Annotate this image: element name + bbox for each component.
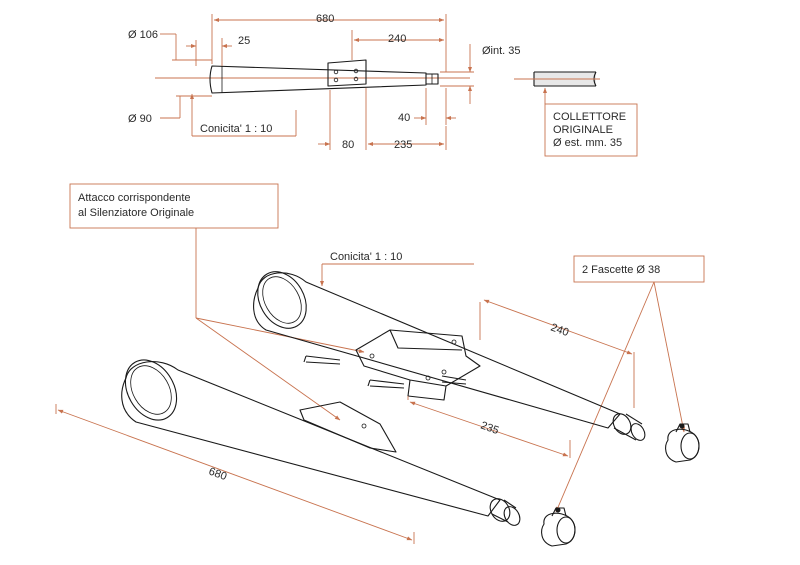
lower-bracket [299,401,397,453]
dim-680-iso [57,409,413,541]
bolts [303,355,467,389]
label-680-top: 680 [316,13,334,25]
label-25: 25 [238,35,250,47]
top-mount-bracket [327,59,367,87]
label-235-top: 235 [394,139,412,151]
attach-box [69,183,279,229]
label-240-iso: 240 [549,322,570,340]
top-view: 680 Ø 106 Ø 90 25 240 Øint. 35 40 [128,13,638,157]
label-taper-iso: Conicita' 1 : 10 [330,251,402,263]
attach-label-1: Attacco corrispondente [78,192,191,204]
upper-outlet [612,413,632,435]
label-680-iso: 680 [207,466,228,484]
label-taper-top: Conicita' 1 : 10 [200,123,272,135]
lower-end-cap [124,359,178,421]
attach-label-2: al Silenziatore Originale [78,207,194,219]
label-235-iso: 235 [479,420,500,438]
collector-label-2: ORIGINALE [553,124,613,136]
dim-235-iso [409,401,569,457]
muffler-upper [253,271,646,441]
collector-label-3: Ø est. mm. 35 [553,137,622,149]
label-int35: Øint. 35 [482,45,521,57]
collector-box [544,103,638,157]
label-d90: Ø 90 [128,113,152,125]
lower-outlet [489,498,511,522]
iso-view: Attacco corrispondente al Silenziatore O… [55,183,705,547]
dim-240-iso [483,299,633,355]
label-240-top: 240 [388,33,406,45]
upper-bracket [355,329,481,401]
clamp-lower [541,507,576,547]
clamp-upper [665,423,700,463]
upper-end-cap [257,271,307,329]
clamps-box [573,255,705,283]
label-80: 80 [342,139,354,151]
label-40: 40 [398,112,410,124]
muffler-lower [121,359,521,526]
collector-label-1: COLLETTORE [553,111,626,123]
clamps-label: 2 Fascette Ø 38 [582,264,660,276]
top-muffler-body [209,65,427,94]
label-d106: Ø 106 [128,29,158,41]
